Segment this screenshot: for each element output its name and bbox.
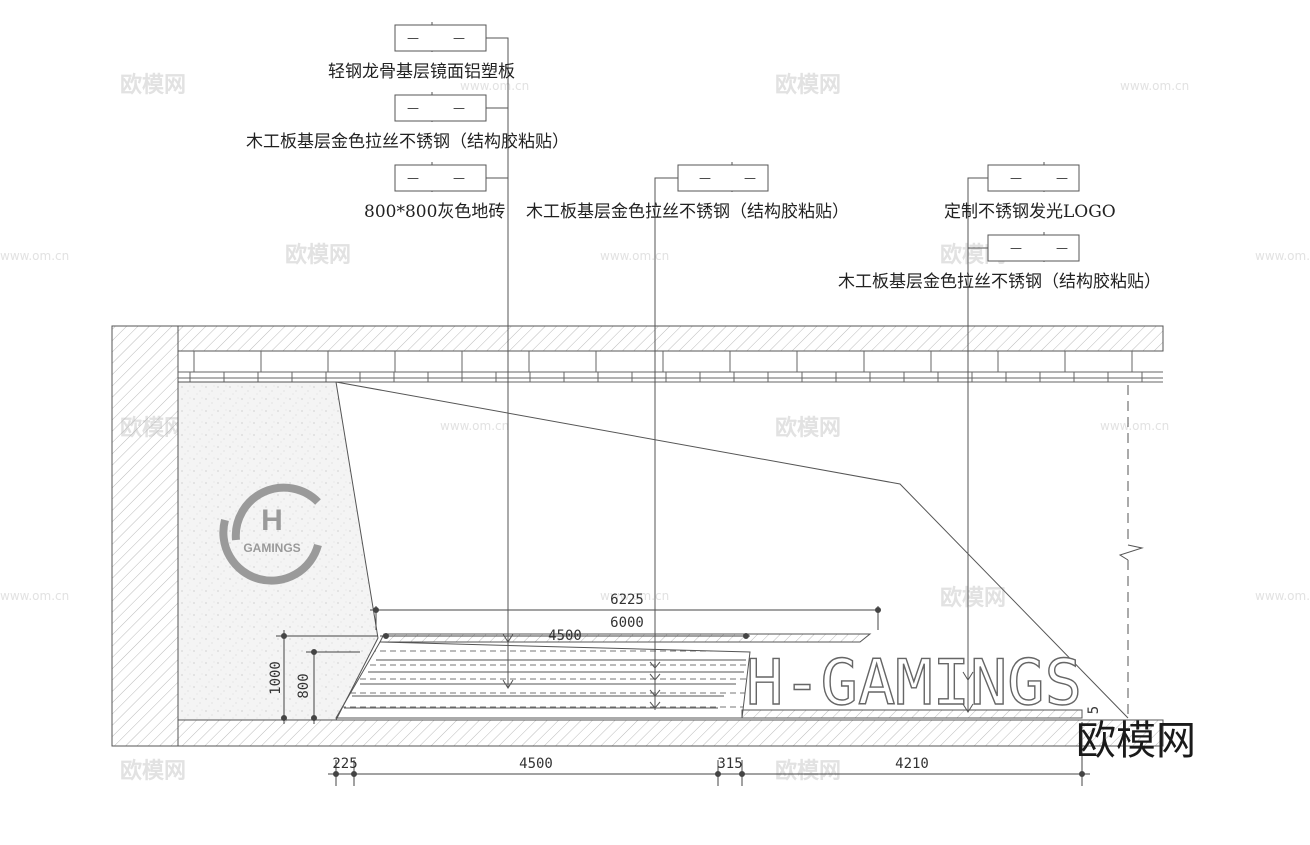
callout-label: 木工板基层金色拉丝不锈钢（结构胶粘贴）: [246, 132, 569, 152]
svg-text:—: —: [407, 171, 419, 185]
svg-text:—: —: [407, 31, 419, 45]
callout-tag: — —: [987, 234, 1080, 262]
callout-tag: — —: [987, 164, 1080, 192]
callout-label: 木工板基层金色拉丝不锈钢（结构胶粘贴）: [526, 202, 849, 222]
watermark-text: 欧模网: [940, 585, 1006, 611]
watermark-text: 欧模网: [120, 72, 186, 98]
dim-6225: 6225: [610, 592, 644, 608]
dim-4500-top: 4500: [548, 628, 582, 644]
svg-text:—: —: [699, 171, 711, 185]
counter-top: [379, 633, 872, 643]
leader-arrowheads: [502, 633, 974, 713]
logo-letter: H: [261, 504, 283, 537]
dim-6000: 6000: [610, 615, 644, 631]
callout-tag: — —: [394, 164, 487, 192]
callout-tag: — —: [394, 94, 487, 122]
watermark-url: www.om.cn: [440, 419, 509, 433]
dim-4500-bottom: 4500: [519, 756, 553, 772]
watermark-text: 欧模网: [775, 758, 841, 784]
dim-right-partial: 5: [1086, 706, 1102, 714]
watermark-url: www.om.cn: [0, 249, 69, 263]
watermark-url: www.om.cn: [1255, 589, 1310, 603]
svg-text:—: —: [1056, 241, 1068, 255]
ceiling-keel: [178, 351, 1163, 383]
break-line: [1118, 385, 1144, 718]
watermark-url: www.om.cn: [600, 589, 669, 603]
svg-text:—: —: [407, 101, 419, 115]
svg-text:—: —: [1056, 171, 1068, 185]
wall-sign-text: H-GAMINGS: [746, 646, 1082, 719]
dim-315: 315: [717, 756, 742, 772]
watermark-url: www.om.cn: [460, 79, 529, 93]
watermark-text: 欧模网: [775, 415, 841, 441]
watermark-text: 欧模网: [120, 758, 186, 784]
stage-steps: [335, 641, 751, 719]
watermark-text: 欧模网: [775, 72, 841, 98]
mirror-panel-outline: [335, 381, 1129, 719]
svg-text:—: —: [1010, 241, 1022, 255]
callout-label: 轻钢龙骨基层镜面铝塑板: [328, 62, 515, 82]
wall-structure: [111, 325, 1164, 747]
callout-label: 定制不锈钢发光LOGO: [944, 202, 1116, 222]
svg-text:—: —: [744, 171, 756, 185]
dim-225: 225: [332, 756, 357, 772]
svg-text:—: —: [1010, 171, 1022, 185]
svg-text:—: —: [453, 171, 465, 185]
watermark-text: 欧模网: [285, 242, 351, 268]
svg-text:—: —: [453, 31, 465, 45]
corner-brand: 欧模网: [1076, 718, 1196, 764]
callout-tag: — —: [677, 164, 769, 192]
dim-800: 800: [296, 673, 312, 698]
watermark-url: www.om.cn: [600, 249, 669, 263]
svg-text:—: —: [453, 101, 465, 115]
watermark-url: www.om.cn: [1255, 249, 1310, 263]
watermark-url: www.om.cn: [1120, 79, 1189, 93]
callout-label: 800*800灰色地砖: [364, 202, 505, 222]
callout-label: 木工板基层金色拉丝不锈钢（结构胶粘贴）: [838, 272, 1161, 292]
watermark-url: www.om.cn: [0, 589, 69, 603]
callout-tag: — —: [394, 24, 487, 52]
dim-4210: 4210: [895, 756, 929, 772]
watermark-url: www.om.cn: [1100, 419, 1169, 433]
dim-1000: 1000: [268, 661, 284, 695]
logo-word: GAMINGS: [243, 541, 300, 555]
dimension-lines: [276, 606, 1090, 786]
gaming-logo: H GAMINGS: [219, 483, 322, 585]
